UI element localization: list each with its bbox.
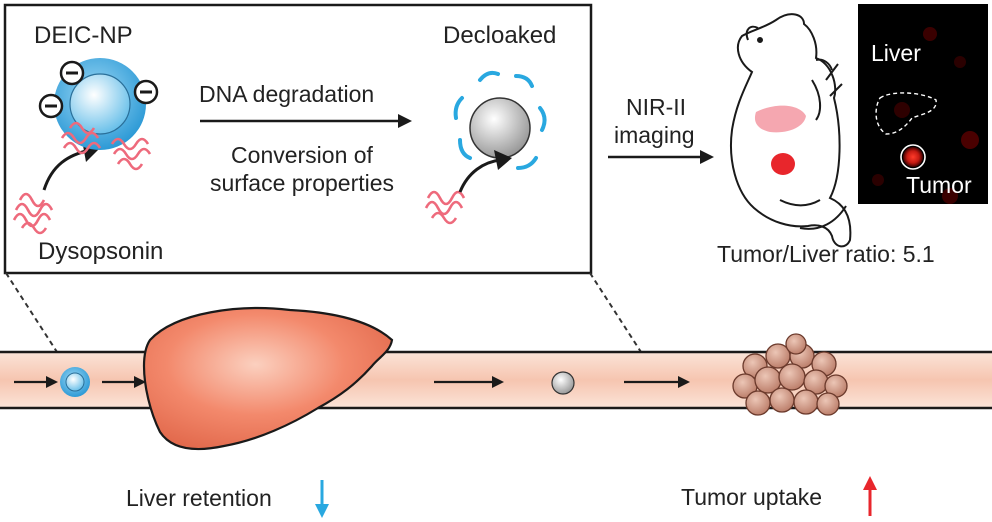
tumor-liver-ratio: Tumor/Liver ratio: 5.1 (717, 241, 935, 267)
liver-organ (142, 307, 394, 451)
nir-liver-label: Liver (871, 40, 921, 66)
vessel-decloaked-np (551, 371, 575, 395)
zoom-line-left (5, 272, 67, 367)
nir-tumor-circle (900, 144, 926, 170)
conversion-label-line1: Conversion of (231, 142, 373, 168)
imaging-arrow-head (700, 150, 714, 164)
down-arrow-icon-head (315, 504, 329, 518)
negative-charge-icon (38, 93, 64, 119)
negative-charge-icon (59, 60, 85, 86)
binding-arrow-right-head (494, 150, 512, 170)
conversion-label-line2: surface properties (209, 170, 395, 196)
nir-ii-label: NIR-II (626, 94, 687, 120)
mouse-illustration (730, 13, 852, 248)
tumor-uptake-label: Tumor uptake (681, 484, 823, 510)
dysopsonin-bound-left (60, 121, 102, 155)
decloaked-label: Decloaked (443, 22, 557, 49)
mouse-tumor-region (771, 153, 795, 175)
liver-retention-label: Liver retention (126, 485, 272, 511)
nir-signal-speckles (872, 27, 979, 204)
nir-tumor-label: Tumor (906, 172, 972, 198)
dysopsonin-bound-right (110, 137, 152, 171)
process-arrow-head (398, 114, 412, 128)
up-arrow-icon-head (863, 476, 877, 490)
tumor-cluster (732, 333, 848, 416)
nir-liver-outline (875, 92, 937, 135)
mouse-liver-region (754, 105, 806, 133)
nir-image (858, 4, 988, 204)
dna-degradation-label: DNA degradation (199, 81, 375, 107)
zoom-line-right (589, 272, 651, 367)
dysopsonin-label: Dysopsonin (38, 238, 164, 265)
deic-np-label: DEIC-NP (34, 22, 133, 49)
flow-arrow-heads (46, 376, 690, 388)
imaging-label: imaging (614, 122, 695, 148)
dysopsonin-protein-free (12, 192, 54, 235)
nir-tumor-signal (903, 147, 923, 167)
dysopsonin-protein-decloaked (424, 190, 466, 225)
binding-arrow-right (458, 158, 501, 193)
degraded-dna-fragments-icon (453, 70, 547, 170)
decloaked-particle (469, 97, 531, 159)
vessel-deic-np (60, 367, 90, 397)
negative-charge-icon (133, 79, 159, 105)
